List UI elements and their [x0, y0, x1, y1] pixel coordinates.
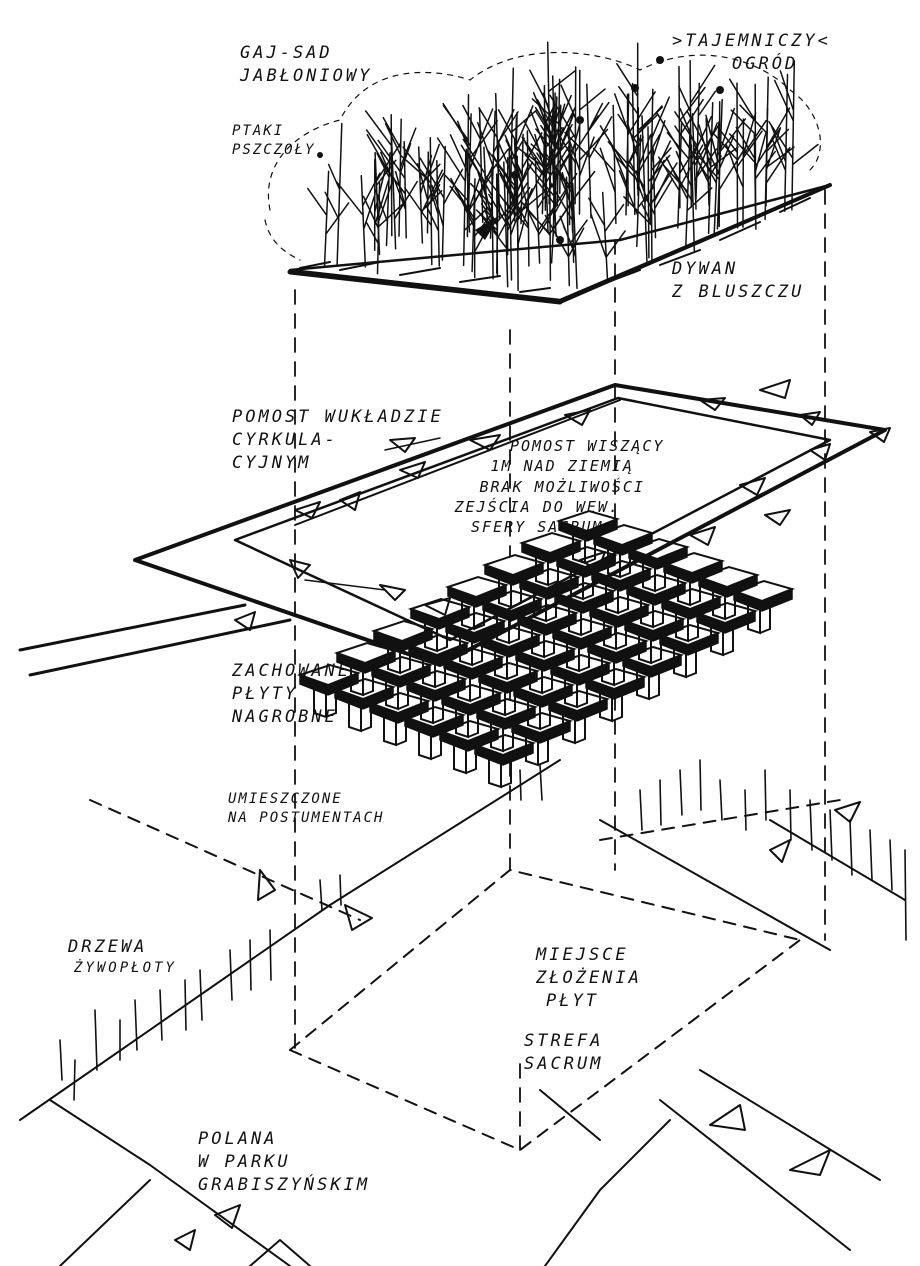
orchard-tree: [695, 102, 739, 235]
label-orchard-line2: JABŁONIOWY: [240, 65, 373, 86]
tombstone-slab: [555, 509, 621, 565]
label-hanging-line3: BRAK MOŻLIWOŚCI: [479, 477, 645, 496]
label-slab-place: MIEJSCE ZŁOŻENIA PŁYT: [536, 944, 642, 1013]
orchard-tree: [544, 176, 588, 287]
label-glade-line1: POLANA: [198, 1129, 278, 1149]
label-trees-line2: ŻYWOPŁOTY: [74, 959, 177, 976]
ground-arrows: [174, 801, 861, 1251]
orchard-tree: [444, 148, 493, 233]
orchard-tree: [626, 105, 664, 196]
label-birds: PTAKI: [232, 123, 285, 139]
label-trees-line1: DRZEWA: [68, 937, 148, 957]
orchard-tree: [503, 130, 546, 267]
label-slabs-line2: PŁYTY: [232, 683, 299, 704]
orchard-tree: [460, 138, 510, 233]
label-sacrum-line2: SACRUM: [524, 1053, 604, 1074]
label-bees: PSZCZOŁY: [232, 141, 316, 158]
orchard-tree: [662, 127, 713, 248]
label-place-line3: PŁYT: [546, 990, 599, 1011]
orchard-tree: [521, 109, 575, 204]
label-secret-line1: >TAJEMNICZY<: [672, 31, 831, 51]
label-hanging-walkway: POMOST WISZĄCY 1M NAD ZIEMIĄ BRAK MOŻLIW…: [410, 436, 664, 537]
label-birds-bees: PTAKI PSZCZOŁY: [232, 122, 315, 160]
label-glade: POLANA W PARKU GRABISZYŃSKIM: [198, 1128, 370, 1197]
label-place-line2: ZŁOŻENIA: [536, 967, 642, 988]
label-preserved-slabs: ZACHOWANE PŁYTY NAGROBNE: [232, 660, 351, 729]
orchard-tree: [565, 69, 609, 215]
orchard-tree: [599, 93, 644, 216]
orchard-tree: [450, 164, 494, 273]
orchard-tree: [521, 175, 579, 282]
label-glade-line2: W PARKU: [198, 1151, 291, 1172]
orchard-canopy: [264, 51, 821, 261]
orchard-tree: [307, 170, 350, 268]
orchard-tree: [499, 139, 530, 250]
orchard-tree: [678, 65, 706, 209]
tombstone-slabs-grid: [296, 509, 796, 789]
orchard-tree: [532, 92, 573, 205]
label-circulation-walkway: POMOST WUKŁADZIE CYRKULA- CYJNYM: [232, 406, 444, 475]
orchard-tree: [419, 145, 464, 261]
label-orchard: GAJ-SAD JABŁONIOWY: [240, 42, 372, 88]
orchard-tree: [335, 172, 381, 268]
tombstone-slab: [481, 553, 547, 609]
tombstone-slab: [296, 663, 362, 719]
orchard-tree: [710, 82, 763, 229]
label-secret-line2: OGRÓD: [732, 53, 799, 74]
label-secret-garden: >TAJEMNICZY< OGRÓD: [672, 30, 831, 76]
orchard-tree: [382, 117, 417, 237]
orchard-tree: [607, 82, 659, 216]
label-pedestal-line1: UMIESZCZONE: [228, 791, 343, 807]
label-hanging-line2: 1M NAD ZIEMIĄ: [490, 457, 634, 476]
orchard-tree: [728, 78, 757, 216]
tombstone-slab: [518, 531, 584, 587]
label-pedestal-line2: NA POSTUMENTACH: [228, 809, 385, 826]
label-sacrum-zone: STREFA SACRUM: [524, 1030, 603, 1076]
orchard-tree: [374, 142, 401, 256]
ground-layer: [19, 759, 906, 1266]
label-sacrum-line1: STREFA: [524, 1031, 604, 1051]
walkway-layer: [18, 379, 891, 677]
sacrum-zone-outline: [89, 799, 841, 1151]
label-ivy-carpet: DYWAN Z BLUSZCZU: [672, 258, 804, 304]
label-glade-line3: GRABISZYŃSKIM: [198, 1174, 371, 1195]
orchard-tree: [478, 92, 519, 220]
orchard-tree: [628, 115, 665, 263]
orchard-tree: [770, 73, 789, 212]
label-walkway-line3: CYJNYM: [232, 452, 312, 473]
orchard-tree: [592, 104, 617, 225]
orchard-tree: [550, 157, 596, 264]
label-ivy-line2: Z BLUSZCZU: [672, 281, 805, 302]
orchard-tree: [588, 191, 626, 282]
label-on-pedestals: UMIESZCZONE NA POSTUMENTACH: [228, 790, 384, 828]
orchard-tree: [623, 133, 678, 264]
orchard-tree: [768, 60, 819, 211]
label-hanging-line1: POMOST WISZĄCY: [510, 437, 665, 455]
grass-tufts: [59, 759, 907, 1101]
label-orchard-line1: GAJ-SAD: [240, 43, 333, 63]
label-walkway-line2: CYRKULA-: [232, 429, 338, 450]
label-hanging-line4: ZEJŚCIA DO WEW.: [454, 497, 620, 516]
orchard-tree: [529, 41, 576, 190]
orchard-tree: [732, 112, 767, 229]
tombstone-slab: [444, 575, 510, 631]
label-ivy-line1: DYWAN: [672, 259, 739, 279]
tombstone-slab: [407, 597, 473, 653]
orchard-tree: [487, 67, 538, 219]
tombstone-slab: [333, 641, 399, 697]
orchard-trees: [307, 41, 819, 292]
label-slabs-line1: ZACHOWANE: [232, 661, 352, 681]
label-walkway-line1: POMOST WUKŁADZIE: [232, 407, 444, 427]
label-hanging-line5: SFERY SACRUM: [471, 518, 604, 536]
orchard-tree: [365, 129, 418, 250]
orchard-tree: [400, 143, 441, 234]
orchard-tree: [559, 104, 577, 195]
label-trees-hedges: DRZEWA ŻYWOPŁOTY: [68, 936, 177, 978]
label-place-line1: MIEJSCE: [536, 945, 629, 965]
birds-and-bees: [317, 56, 724, 244]
orchard-tree: [442, 102, 498, 215]
label-slabs-line3: NAGROBNE: [232, 706, 338, 727]
